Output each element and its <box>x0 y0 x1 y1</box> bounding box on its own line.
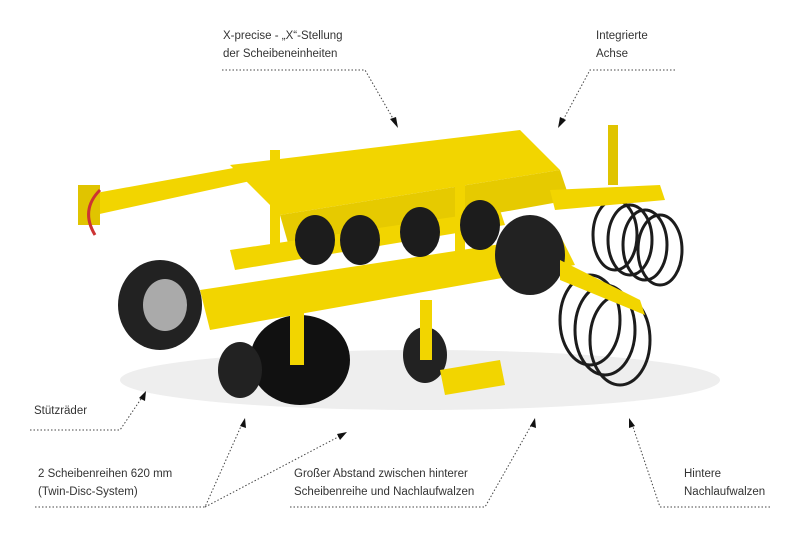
arrow-icon <box>390 117 398 128</box>
callout-text: Scheibenreihe und Nachlaufwalzen <box>294 486 475 498</box>
disc-row-front <box>218 300 505 405</box>
callout-line-axle <box>561 69 675 123</box>
callout-text: Nachlaufwalzen <box>684 486 766 498</box>
arrow-icon <box>558 117 566 128</box>
arrow-icon <box>629 418 635 428</box>
callout-line-disc-rows-2 <box>204 435 341 508</box>
callout-text: Integrierte <box>596 30 648 42</box>
callout-text: der Scheibeneinheiten <box>223 48 338 60</box>
callout-distance: Großer Abstand zwischen hinterer Scheibe… <box>294 465 474 501</box>
callout-line-disc-rows <box>35 423 243 508</box>
callout-lines <box>30 69 770 508</box>
callout-text: Achse <box>596 48 628 60</box>
arrow-icon <box>337 432 347 440</box>
callout-line-x-precise <box>222 69 396 123</box>
callout-rollers: Hintere Nachlaufwalzen <box>684 465 765 501</box>
support-wheel <box>118 215 565 350</box>
callout-text: X-precise - „X“-Stellung <box>223 30 343 42</box>
drawbar <box>78 165 255 236</box>
callout-disc-rows: 2 Scheibenreihen 620 mm (Twin-Disc-Syste… <box>38 465 172 501</box>
callout-text: Hintere <box>684 468 722 480</box>
roller-frame <box>550 125 665 315</box>
arrow-icon <box>530 418 536 428</box>
arrow-icon <box>240 418 246 428</box>
callout-text: Großer Abstand zwischen hinterer <box>294 468 468 480</box>
disc-row-back <box>295 200 500 265</box>
arrow-icon <box>139 391 146 401</box>
callout-text: (Twin-Disc-System) <box>38 486 138 498</box>
callout-axle: Integrierte Achse <box>596 27 648 63</box>
callout-arrows <box>139 117 635 440</box>
callout-support-wheels: Stützräder <box>34 402 87 420</box>
callout-x-precise: X-precise - „X“-Stellung der Scheibenein… <box>223 27 343 63</box>
callout-text: Stützräder <box>34 405 88 417</box>
callout-text: 2 Scheibenreihen 620 mm <box>38 468 173 480</box>
callout-line-rollers <box>631 423 770 508</box>
